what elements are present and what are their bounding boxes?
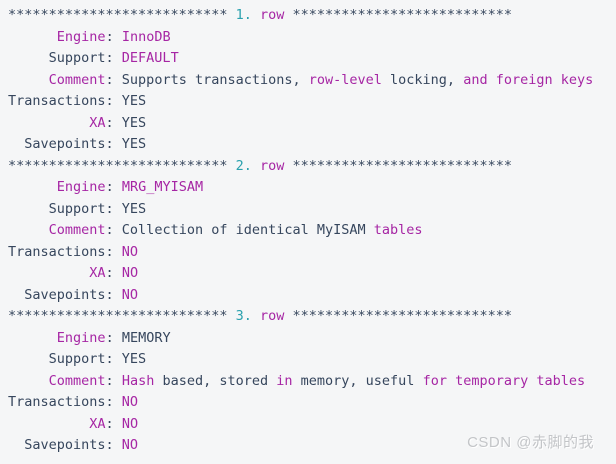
code-token: 3. bbox=[235, 308, 252, 324]
code-token: locking, bbox=[381, 71, 464, 88]
code-token: in bbox=[276, 372, 293, 389]
code-token: NO bbox=[121, 394, 139, 410]
code-token: tables bbox=[373, 222, 423, 238]
code-token: Hash bbox=[121, 372, 155, 389]
code-token: : YES bbox=[105, 114, 147, 131]
code-token bbox=[8, 179, 57, 195]
code-token: Support: YES bbox=[8, 200, 147, 217]
code-token: Comment bbox=[48, 71, 106, 88]
code-token: *************************** bbox=[284, 7, 512, 23]
code-line: Transactions: YES bbox=[8, 91, 616, 113]
code-line: *************************** 2. row *****… bbox=[8, 156, 616, 178]
code-token: NO bbox=[121, 286, 139, 303]
code-token: Transactions: bbox=[8, 243, 122, 260]
code-token: Engine bbox=[56, 179, 106, 195]
code-token: : Collection of identical MyISAM bbox=[105, 222, 374, 238]
code-token: Comment bbox=[48, 222, 106, 238]
code-line: Comment: Collection of identical MyISAM … bbox=[8, 220, 616, 242]
code-token bbox=[8, 29, 57, 45]
code-token: row bbox=[259, 7, 285, 23]
code-token bbox=[252, 308, 260, 324]
code-line: Comment: Hash based, stored in memory, u… bbox=[8, 371, 616, 393]
code-line: XA: NO bbox=[8, 263, 616, 285]
code-token bbox=[8, 115, 89, 131]
code-line: Comment: Supports transactions, row-leve… bbox=[8, 70, 616, 92]
code-token: : bbox=[105, 179, 122, 195]
code-token: NO bbox=[121, 415, 139, 432]
code-token: Savepoints: YES bbox=[8, 136, 147, 152]
code-token: based, stored bbox=[154, 372, 277, 389]
code-token bbox=[8, 72, 49, 88]
code-line: Support: DEFAULT bbox=[8, 48, 616, 70]
code-token: *************************** bbox=[8, 7, 236, 23]
code-token bbox=[8, 373, 49, 389]
code-token: MRG_MYISAM bbox=[121, 179, 204, 195]
code-line: Savepoints: NO bbox=[8, 285, 616, 307]
code-token bbox=[8, 222, 49, 238]
code-token: : bbox=[105, 372, 122, 389]
code-token: row bbox=[259, 308, 285, 324]
code-token bbox=[252, 158, 260, 174]
code-line: Savepoints: NO bbox=[8, 435, 616, 457]
code-line: Transactions: NO bbox=[8, 392, 616, 414]
code-token: : MEMORY bbox=[105, 329, 171, 346]
code-token: *************************** bbox=[284, 157, 512, 174]
code-token: and foreign keys bbox=[463, 71, 594, 88]
code-token bbox=[8, 265, 89, 281]
code-line: Engine: InnoDB bbox=[8, 27, 616, 49]
code-token: *************************** bbox=[284, 308, 512, 324]
code-token: Transactions: YES bbox=[8, 93, 147, 109]
code-token: row-level bbox=[308, 71, 382, 88]
code-token bbox=[252, 7, 260, 23]
code-token: InnoDB bbox=[121, 28, 171, 45]
code-token: : bbox=[105, 265, 122, 281]
code-token: Savepoints: bbox=[8, 286, 122, 303]
code-token: Engine bbox=[56, 28, 106, 45]
code-token: Comment bbox=[48, 372, 106, 389]
code-token: XA bbox=[89, 114, 106, 131]
code-token: DEFAULT bbox=[121, 50, 179, 66]
code-token: *************************** bbox=[8, 308, 236, 324]
code-token: Savepoints: bbox=[8, 437, 122, 453]
code-token: memory, useful bbox=[292, 372, 423, 389]
code-line: XA: YES bbox=[8, 113, 616, 135]
code-token: NO bbox=[121, 243, 139, 260]
watermark: CSDN @赤脚的我 bbox=[467, 434, 594, 451]
code-line: *************************** 1. row *****… bbox=[8, 5, 616, 27]
code-line: Support: YES bbox=[8, 199, 616, 221]
code-line: *************************** 3. row *****… bbox=[8, 306, 616, 328]
code-line: Savepoints: YES bbox=[8, 134, 616, 156]
code-token: Support: YES bbox=[8, 351, 147, 367]
code-token: *************************** bbox=[8, 157, 236, 174]
code-token: : Supports transactions, bbox=[105, 71, 309, 88]
code-line: Transactions: NO bbox=[8, 242, 616, 264]
code-token: Engine bbox=[56, 329, 106, 346]
code-token: NO bbox=[121, 437, 139, 453]
code-token bbox=[8, 330, 57, 346]
code-line: Support: YES bbox=[8, 349, 616, 371]
code-token: 2. bbox=[235, 157, 252, 174]
code-token: : bbox=[105, 28, 122, 45]
code-token: Support: bbox=[8, 50, 122, 66]
code-token: XA bbox=[89, 265, 106, 281]
code-token: for temporary tables bbox=[422, 372, 586, 389]
code-token: row bbox=[259, 157, 285, 174]
code-token: Transactions: bbox=[8, 394, 122, 410]
code-token: 1. bbox=[235, 7, 252, 23]
code-token: NO bbox=[121, 265, 139, 281]
code-line: XA: NO bbox=[8, 414, 616, 436]
code-token: XA bbox=[89, 415, 106, 432]
code-line: Engine: MEMORY bbox=[8, 328, 616, 350]
code-token: : bbox=[105, 415, 122, 432]
code-token bbox=[8, 416, 89, 432]
code-line: Engine: MRG_MYISAM bbox=[8, 177, 616, 199]
